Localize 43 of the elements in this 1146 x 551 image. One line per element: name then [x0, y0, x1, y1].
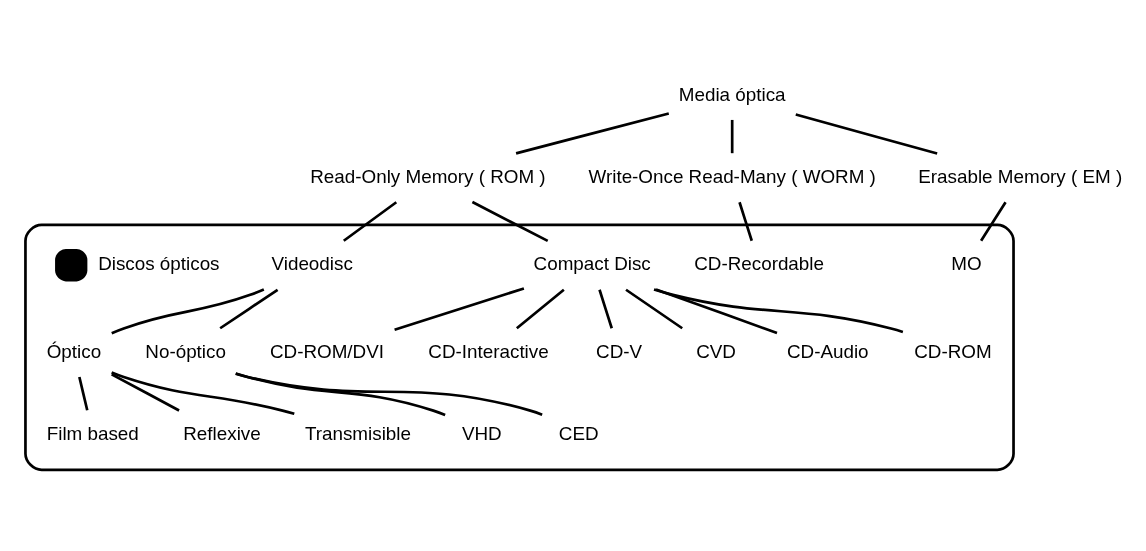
node-text: Erasable Memory ( EM )	[918, 165, 1123, 187]
node-text: CD-Interactive	[428, 340, 549, 362]
node-text: CD-ROM	[914, 340, 992, 362]
node-text: CD-ROM/DVI	[269, 340, 384, 362]
connector	[343, 200, 398, 242]
node-text: Transmisible	[304, 422, 411, 444]
node-text: CED	[558, 422, 599, 444]
node-text: CVD	[696, 340, 736, 362]
cluster	[24, 223, 1015, 471]
node-text: VHD	[461, 422, 502, 444]
connector	[235, 371, 446, 416]
connector	[795, 112, 938, 155]
node-text: Media óptica	[678, 83, 786, 105]
connector	[625, 288, 683, 329]
connector	[730, 119, 734, 153]
connector	[515, 288, 565, 329]
connector	[979, 201, 1007, 241]
node-text: Film based	[46, 422, 139, 444]
connector	[219, 288, 279, 329]
connector	[655, 287, 778, 334]
connector	[738, 201, 754, 241]
node-text: MO	[951, 252, 982, 274]
connector	[235, 371, 543, 416]
connector	[653, 287, 904, 333]
legend-label: Discos ópticos	[98, 252, 220, 274]
node-text: CD-V	[596, 340, 643, 362]
node-text: Óptico	[46, 340, 102, 362]
node-text: CD-Recordable	[694, 252, 824, 274]
node-text: Compact Disc	[533, 252, 651, 274]
connector	[111, 287, 265, 334]
connector	[471, 200, 549, 242]
node-text: No-óptico	[145, 340, 226, 362]
connector	[598, 288, 614, 329]
node-text: Write-Once Read-Many ( WORM )	[588, 165, 876, 187]
connector	[394, 286, 525, 331]
node-text: CD-Audio	[786, 340, 869, 362]
node-text: Reflexive	[183, 422, 261, 444]
connector	[515, 111, 670, 155]
node-text: Read-Only Memory ( ROM )	[310, 165, 546, 187]
connector	[111, 372, 180, 412]
node-text: Videodisc	[271, 252, 353, 274]
connector	[78, 376, 89, 411]
connector	[111, 370, 295, 415]
